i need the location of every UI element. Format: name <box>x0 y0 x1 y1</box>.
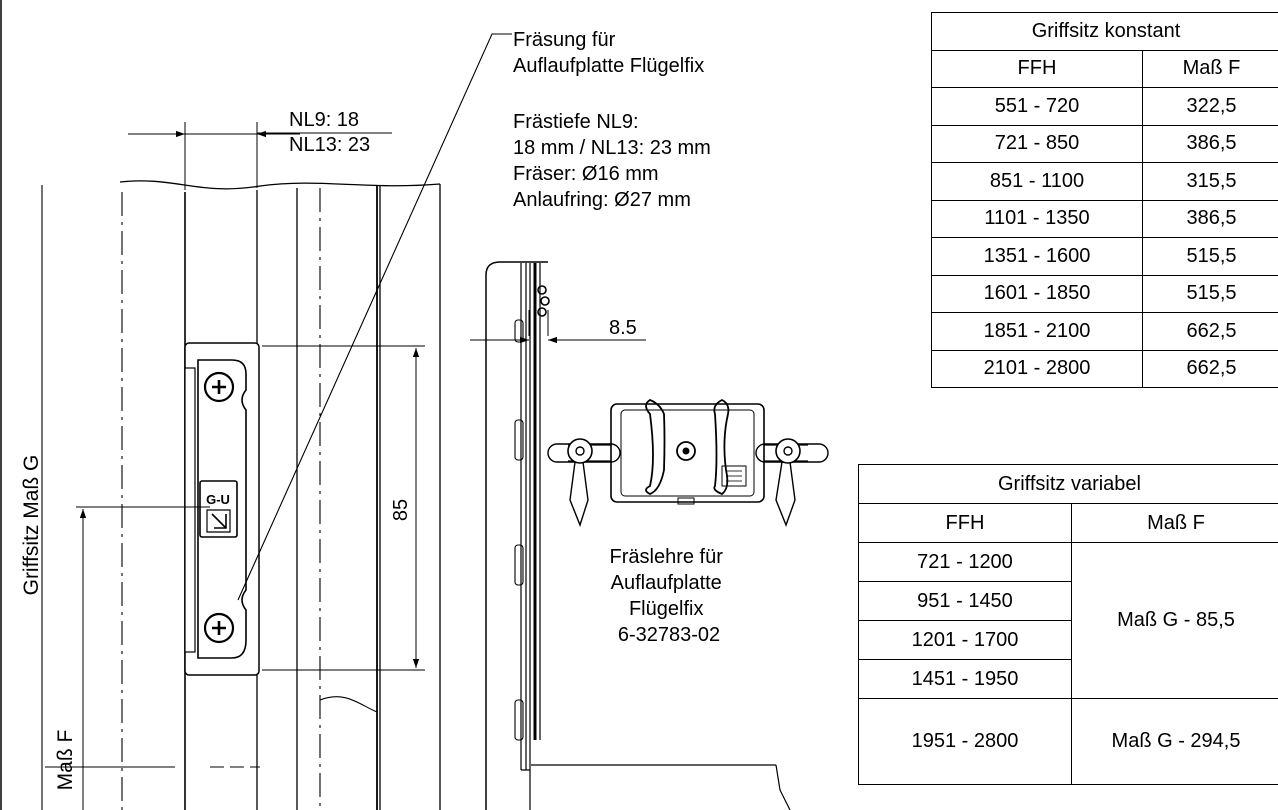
sash-profile-view <box>41 33 512 810</box>
gu-logo-text: G-U <box>206 492 230 507</box>
mass-f-cell: 315,5 <box>1142 162 1278 201</box>
mass-f-cell: Maß G - 294,5 <box>1071 698 1278 785</box>
ffh-cell: 1351 - 1600 <box>931 237 1143 276</box>
column-header-ffh: FFH <box>931 49 1143 88</box>
nl13-dimension: NL13: 23 <box>289 134 370 156</box>
mass-f-label: Maß F <box>54 730 77 791</box>
column-header-ffh: FFH <box>858 503 1072 543</box>
column-header-mass-f: Maß F <box>1071 503 1278 543</box>
table-row: 951 - 1450 <box>858 581 1278 621</box>
dimension-8-5: 8.5 <box>609 317 637 339</box>
ffh-cell: 1851 - 2100 <box>931 312 1143 351</box>
mass-f-cell: 515,5 <box>1142 274 1278 313</box>
ffh-cell: 1951 - 2800 <box>858 698 1072 785</box>
column-header-mass-f: Maß F <box>1142 49 1278 88</box>
ffh-cell: 721 - 1200 <box>858 542 1072 582</box>
ffh-cell: 1201 - 1700 <box>858 620 1072 660</box>
ffh-cell: 1101 - 1350 <box>931 199 1143 238</box>
mass-f-cell: 386,5 <box>1142 124 1278 163</box>
table-row: 1201 - 1700 <box>858 620 1278 660</box>
mass-f-cell: 662,5 <box>1142 349 1278 388</box>
ffh-cell: 1601 - 1850 <box>931 274 1143 313</box>
table-griffsitz-variabel: Griffsitz variabel FFH Maß F 721 - 1200 … <box>858 464 1278 785</box>
nl9-dimension: NL9: 18 <box>289 109 359 131</box>
mass-f-cell: 322,5 <box>1142 87 1278 126</box>
griffsitz-mass-g-label: Griffsitz Maß G <box>20 455 43 596</box>
dimension-85: 85 <box>390 499 412 521</box>
mass-f-cell: 662,5 <box>1142 312 1278 351</box>
strike-plate <box>184 342 260 676</box>
jig-caption: Fräslehre für Auflaufplatte Flügelfix 6-… <box>610 546 729 646</box>
gu-logo <box>199 480 238 538</box>
table-title: Griffsitz konstant <box>931 12 1278 51</box>
mass-f-cell: 386,5 <box>1142 199 1278 238</box>
mass-f-cell: 515,5 <box>1142 237 1278 276</box>
ffh-cell: 551 - 720 <box>931 87 1143 126</box>
ffh-cell: 951 - 1450 <box>858 581 1072 621</box>
milling-jig-view <box>470 261 829 810</box>
milling-specs: Frästiefe NL9: 18 mm / NL13: 23 mm Fräse… <box>513 111 716 211</box>
ffh-cell: 1451 - 1950 <box>858 659 1072 699</box>
table-row: 1951 - 2800 Maß G - 294,5 <box>858 698 1278 785</box>
leader-line <box>237 33 512 601</box>
mass-f-merged-cell: Maß G - 85,5 <box>1071 542 1278 699</box>
ffh-cell: 2101 - 2800 <box>931 349 1143 388</box>
table-row: 721 - 1200 Maß G - 85,5 <box>858 542 1278 699</box>
milling-title: Fräsung für Auflaufplatte Flügelfix <box>513 29 704 77</box>
lower-break <box>319 696 378 713</box>
table-title: Griffsitz variabel <box>858 464 1278 504</box>
ffh-cell: 851 - 1100 <box>931 162 1143 201</box>
ffh-cell: 721 - 850 <box>931 124 1143 163</box>
break-line <box>119 180 441 190</box>
